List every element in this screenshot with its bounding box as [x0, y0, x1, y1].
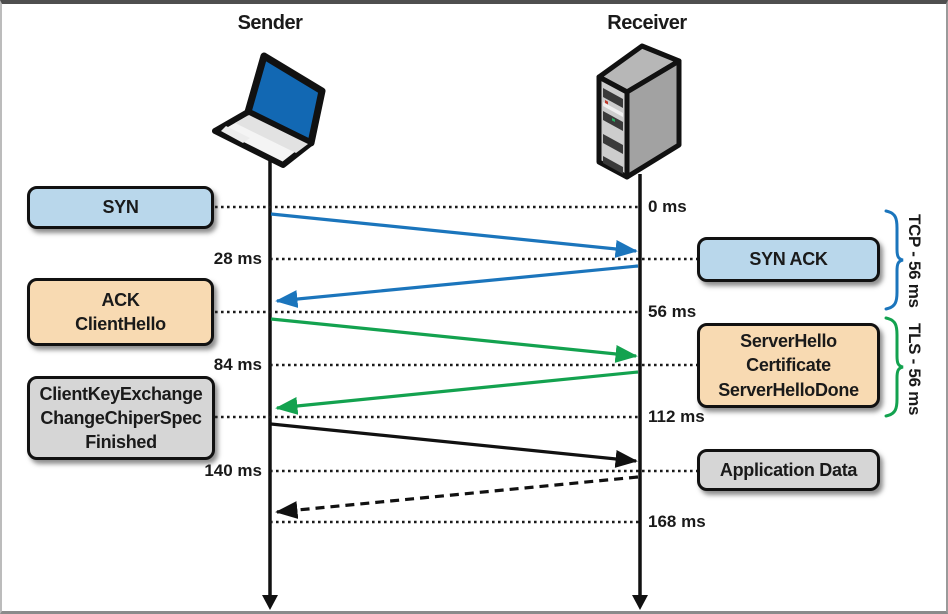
sender-lifeline	[262, 161, 278, 610]
message-line: ServerHello	[740, 331, 837, 352]
message-line: ACK	[101, 289, 140, 310]
timestamp-112ms: 112 ms	[648, 407, 705, 426]
tcp-phase-label: TCP - 56 ms	[905, 214, 924, 308]
laptop-icon	[212, 52, 326, 168]
message-line: Finished	[85, 432, 157, 453]
message-line: ClientKeyExchange	[39, 383, 203, 404]
message-label: Application Data	[719, 459, 858, 480]
tls-phase-label: TLS - 56 ms	[905, 322, 924, 416]
arrow-client-hello	[270, 317, 638, 363]
arrow-syn	[270, 212, 638, 258]
server-icon	[596, 43, 682, 180]
message-box-syn-ack: SYN ACK	[697, 237, 880, 282]
message-label: SYN ACK	[749, 249, 828, 270]
tcp-brace-icon	[884, 209, 904, 311]
message-box-syn: SYN	[27, 186, 214, 229]
timestamp-56ms: 56 ms	[648, 302, 697, 321]
diagram-canvas	[212, 43, 904, 610]
receiver-column-label: Receiver	[607, 12, 687, 34]
timestamp-28ms: 28 ms	[213, 249, 262, 268]
message-box-client-key-exchange: ClientKeyExchange ChangeChiperSpec Finis…	[27, 376, 215, 460]
message-line: Certificate	[746, 355, 831, 376]
message-box-server-hello: ServerHello Certificate ServerHelloDone	[697, 323, 880, 408]
sender-column-label: Sender	[237, 12, 303, 34]
timestamp-140ms: 140 ms	[204, 461, 262, 480]
message-box-application-data: Application Data	[697, 449, 880, 491]
arrow-application-data-reply-dashed	[275, 475, 639, 519]
message-line: ServerHelloDone	[718, 379, 859, 400]
timestamp-0ms: 0 ms	[648, 197, 687, 216]
timestamp-84ms: 84 ms	[213, 355, 262, 374]
message-label: SYN	[102, 197, 139, 218]
arrow-syn-ack	[275, 264, 639, 308]
message-box-ack-client-hello: ACK ClientHello	[27, 278, 214, 346]
timeline-gridlines	[215, 205, 698, 524]
receiver-lifeline	[632, 174, 648, 610]
message-line: ClientHello	[75, 314, 166, 334]
message-line: ChangeChiperSpec	[40, 407, 202, 428]
timestamp-168ms: 168 ms	[648, 512, 706, 531]
arrow-application-data	[270, 422, 638, 468]
arrow-finished-request	[275, 370, 639, 415]
tls-brace-icon	[884, 316, 904, 418]
